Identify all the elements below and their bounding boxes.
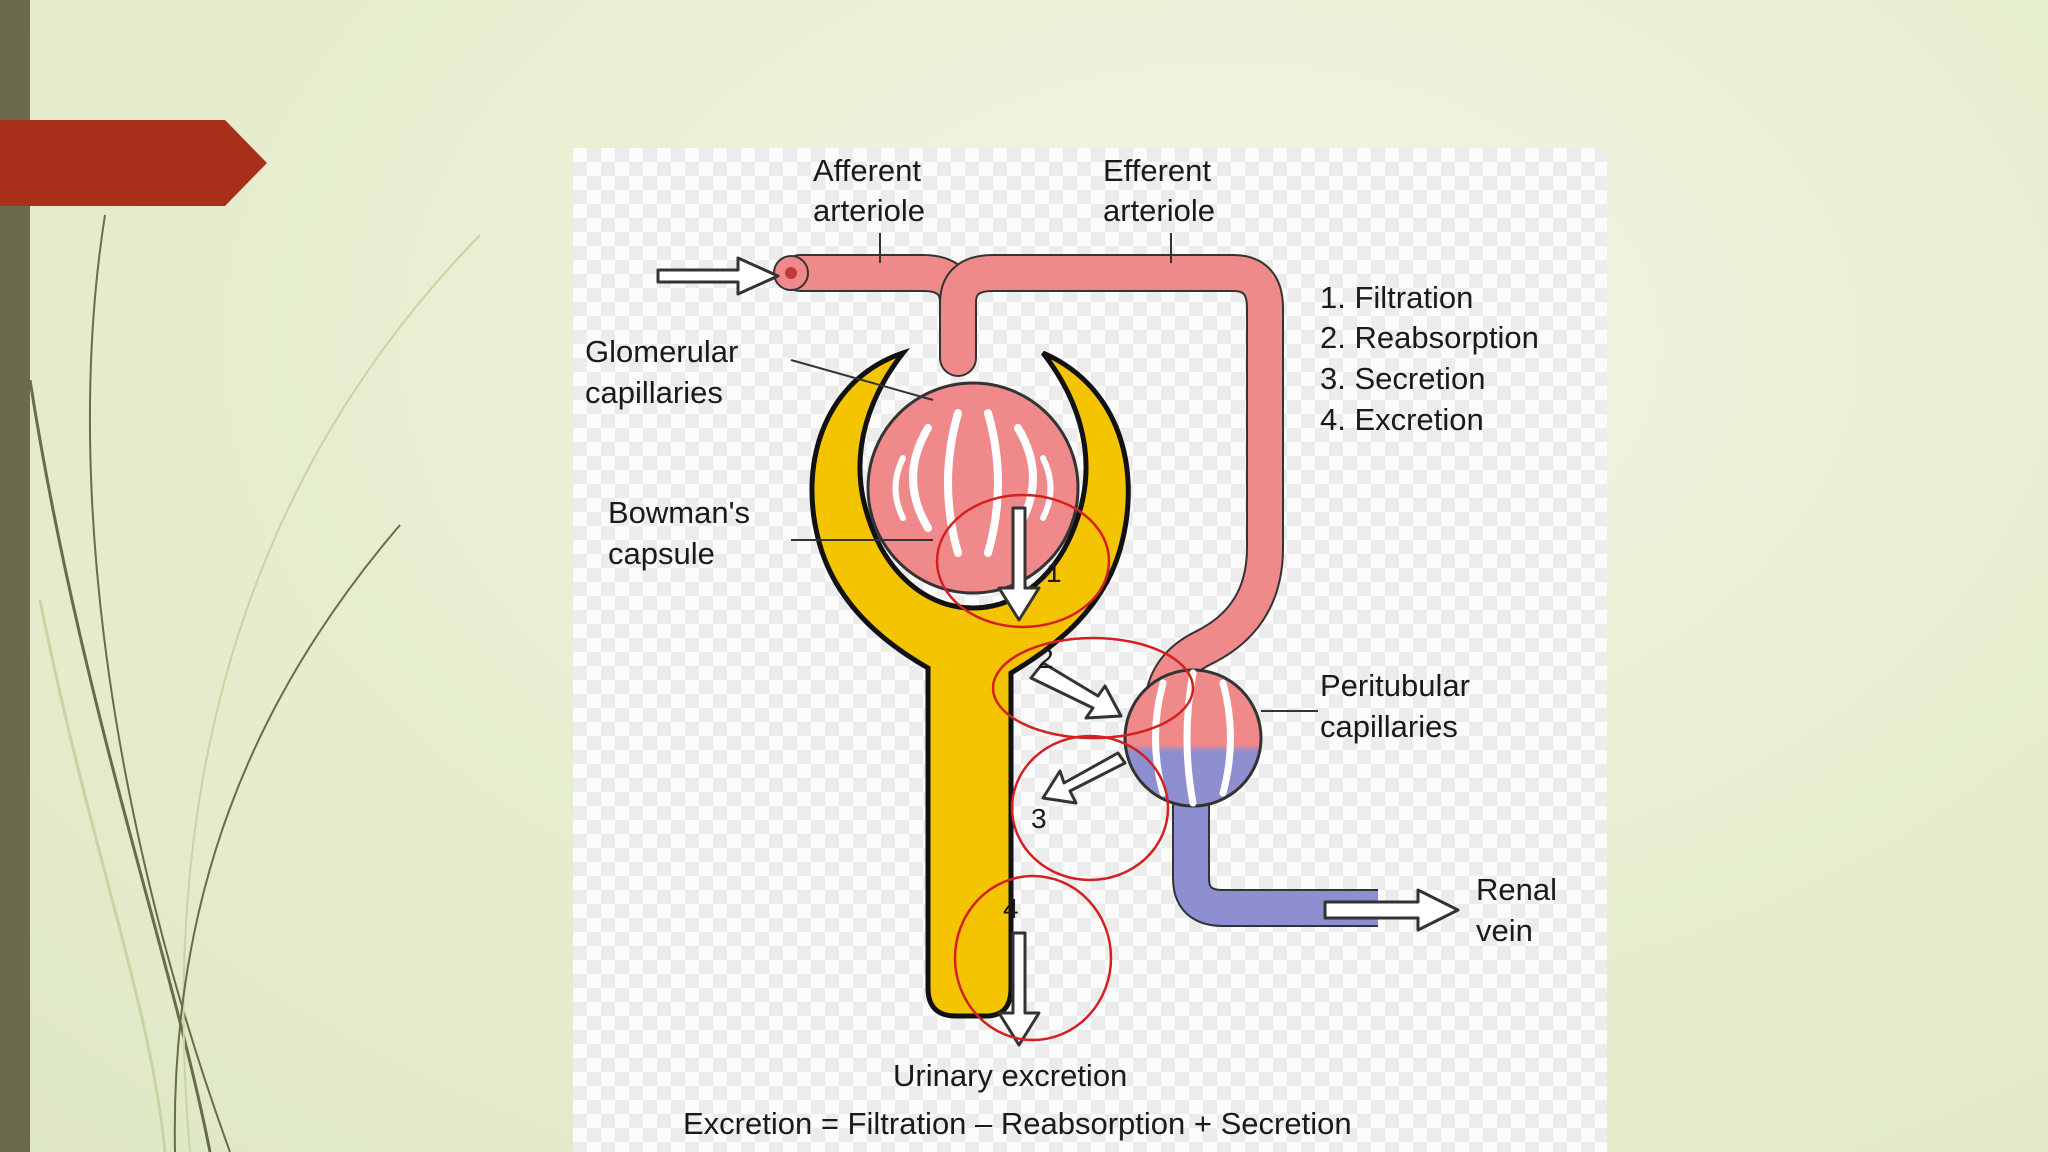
- label-efferent-1: Efferent: [1103, 153, 1211, 188]
- label-afferent-2: arteriole: [813, 193, 925, 228]
- label-peritubular-2: capillaries: [1320, 709, 1458, 744]
- excretion-equation: Excretion = Filtration – Reabsorption + …: [683, 1106, 1352, 1141]
- excretion-arrow-icon: [997, 931, 1041, 1047]
- nephron-diagram: 1 2 3 4 Afferent arteriole Efferent arte…: [573, 148, 1607, 1152]
- label-renal-1: Renal: [1476, 872, 1557, 907]
- bowmans-capsule-tubule: [809, 348, 1131, 1019]
- legend-item-secretion: 3. Secretion: [1320, 361, 1485, 396]
- label-peritubular-1: Peritubular: [1320, 668, 1470, 703]
- slide-accent-tab: [0, 120, 267, 206]
- secretion-arrow-icon: [1041, 751, 1127, 805]
- legend-item-excretion: 4. Excretion: [1320, 402, 1484, 437]
- flow-arrows: [656, 256, 1460, 1047]
- renal-vein-arrow-icon: [1323, 888, 1460, 932]
- decorative-swooshes: [28, 214, 481, 1152]
- process-number-2: 2: [1038, 643, 1054, 674]
- label-glomerular-1: Glomerular: [585, 334, 738, 369]
- label-afferent-1: Afferent: [813, 153, 921, 188]
- inflow-arrow-icon: [656, 256, 780, 296]
- highlight-circles: [935, 493, 1195, 1042]
- arterial-vessels: [781, 254, 1378, 927]
- label-renal-2: vein: [1476, 913, 1533, 948]
- label-urinary-excretion: Urinary excretion: [893, 1058, 1127, 1093]
- process-legend: 1. Filtration 2. Reabsorption 3. Secreti…: [1320, 280, 1539, 437]
- process-number-1: 1: [1046, 557, 1062, 588]
- label-glomerular-2: capillaries: [585, 375, 723, 410]
- reabsorption-arrow-icon: [1029, 661, 1123, 720]
- label-bowman-1: Bowman's: [608, 495, 750, 530]
- process-number-4: 4: [1003, 893, 1019, 924]
- leader-lines: [790, 233, 1318, 712]
- label-efferent-2: arteriole: [1103, 193, 1215, 228]
- label-bowman-2: capsule: [608, 536, 715, 571]
- process-number-3: 3: [1031, 803, 1047, 834]
- filtration-arrow-icon: [997, 506, 1041, 622]
- legend-item-reabsorption: 2. Reabsorption: [1320, 320, 1539, 355]
- legend-item-filtration: 1. Filtration: [1320, 280, 1473, 315]
